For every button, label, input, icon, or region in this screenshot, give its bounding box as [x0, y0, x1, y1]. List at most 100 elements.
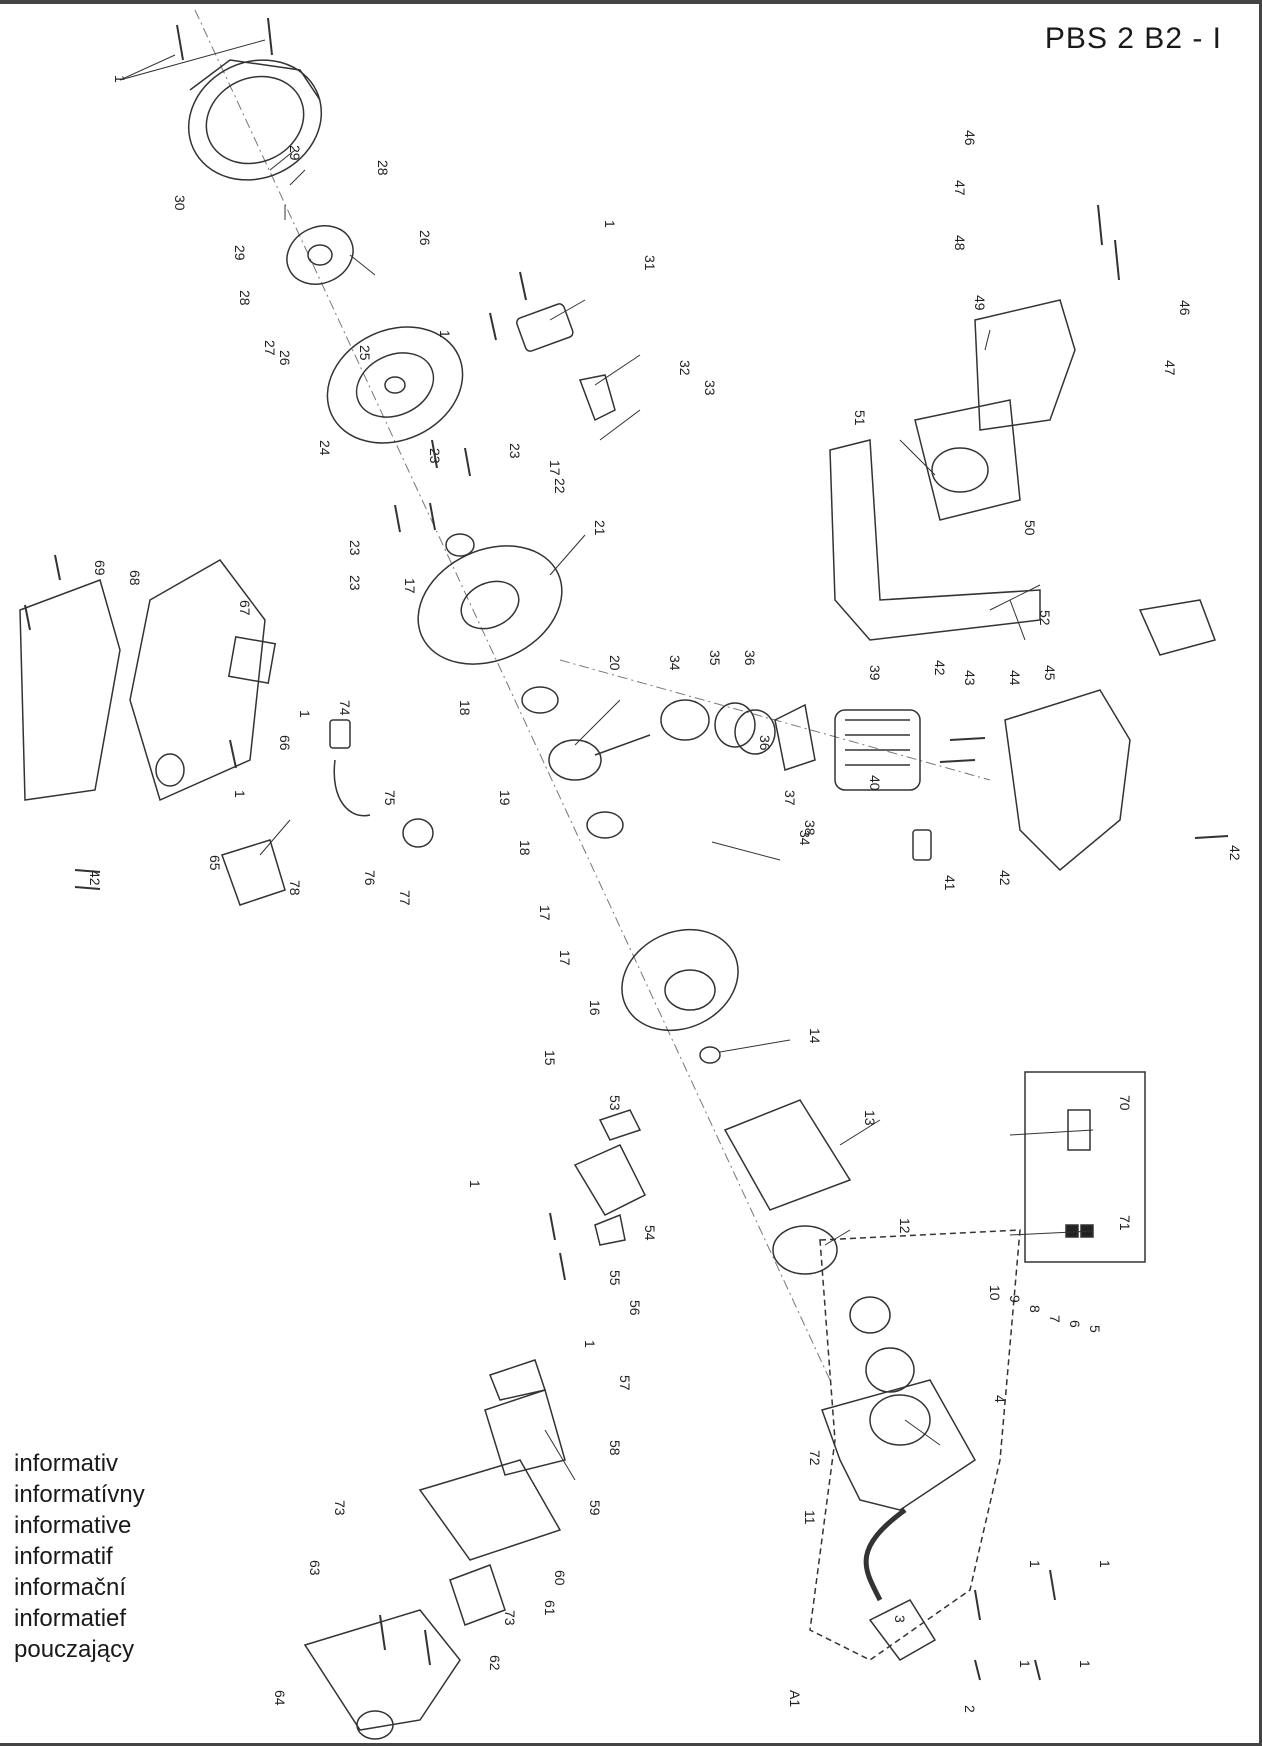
- callout-label-23: 23: [347, 540, 363, 556]
- callout-label-1: 1: [1097, 1560, 1113, 1568]
- callout-label-a1: A1: [787, 1690, 803, 1707]
- callout-label-10: 10: [987, 1285, 1003, 1301]
- callout-label-69: 69: [92, 560, 108, 576]
- gasket-39: [774, 703, 816, 771]
- callout-label-70: 70: [1117, 1095, 1133, 1111]
- screw-69b: [24, 604, 31, 631]
- screw-1i: [974, 1659, 981, 1681]
- callout-label-41: 41: [942, 875, 958, 891]
- main-axis-line: [194, 9, 831, 1381]
- screw-69a: [54, 554, 61, 581]
- callout-label-11: 11: [802, 1510, 818, 1525]
- cylinder-part: [834, 709, 921, 791]
- callout-label-46: 46: [1177, 300, 1193, 316]
- callout-label-2: 2: [962, 1705, 978, 1713]
- callout-label-27: 27: [262, 340, 278, 356]
- callout-label-54: 54: [642, 1225, 658, 1241]
- callout-label-56: 56: [627, 1300, 643, 1316]
- callout-label-26: 26: [277, 350, 293, 366]
- callout-label-73: 73: [502, 1610, 518, 1626]
- bearing-22: [445, 533, 475, 557]
- callout-label-47: 47: [1162, 360, 1178, 376]
- callout-label-40: 40: [867, 775, 883, 791]
- callout-label-1: 1: [467, 1180, 483, 1188]
- screw-1f: [559, 1252, 566, 1281]
- callout-label-72: 72: [807, 1450, 823, 1466]
- ignition-coil-part: [516, 303, 616, 422]
- fan-cover-part: [187, 59, 323, 181]
- callout-label-1: 1: [582, 1340, 598, 1348]
- callout-label-63: 63: [307, 1560, 323, 1576]
- callout-label-77: 77: [397, 890, 413, 906]
- callout-label-76: 76: [362, 870, 378, 886]
- starter-handle-2: [868, 1599, 937, 1661]
- callout-label-6: 6: [1067, 1320, 1083, 1328]
- callout-label-39: 39: [867, 665, 883, 681]
- callout-label-25: 25: [357, 345, 373, 361]
- callout-label-33: 33: [702, 380, 718, 396]
- gasket-13: [723, 1099, 852, 1211]
- callout-label-55: 55: [607, 1270, 623, 1286]
- callout-label-34: 34: [667, 655, 683, 671]
- callout-label-36: 36: [757, 735, 773, 751]
- callout-label-42: 42: [932, 660, 948, 676]
- starter-spring-6: [865, 1347, 915, 1393]
- callout-label-19: 19: [497, 790, 513, 806]
- callout-label-62: 62: [487, 1655, 503, 1671]
- screw-23d: [429, 502, 436, 531]
- callout-label-18: 18: [517, 840, 533, 856]
- knob-64: [356, 1710, 394, 1740]
- callout-label-64: 64: [272, 1690, 288, 1706]
- fuel-cap: [155, 753, 185, 787]
- callout-label-74: 74: [337, 700, 353, 716]
- frame-bottom-border: [0, 1743, 1262, 1746]
- callout-label-47: 47: [952, 180, 968, 196]
- callout-label-28: 28: [237, 290, 253, 306]
- screw-42e: [74, 886, 101, 890]
- callout-label-60: 60: [552, 1570, 568, 1586]
- callout-label-1: 1: [602, 220, 618, 228]
- callout-label-7: 7: [1047, 1315, 1063, 1323]
- heat-shield-52: [829, 439, 1041, 641]
- callout-label-23: 23: [347, 575, 363, 591]
- callout-label-23: 23: [507, 443, 523, 459]
- callout-label-29: 29: [232, 245, 248, 261]
- informative-notes-list: informativ informatívny informative info…: [14, 1448, 145, 1665]
- callout-label-75: 75: [382, 790, 398, 806]
- callout-label-20: 20: [607, 655, 623, 671]
- starter-pulley-7: [849, 1296, 891, 1334]
- callout-label-68: 68: [127, 570, 143, 586]
- screw-42a: [949, 737, 986, 741]
- callout-label-9: 9: [1007, 1295, 1023, 1303]
- screw-1c: [519, 271, 527, 301]
- switch-74: [329, 719, 351, 749]
- callout-label-15: 15: [542, 1050, 558, 1066]
- part-55: [594, 1213, 626, 1246]
- callout-label-53: 53: [607, 1095, 623, 1111]
- screw-23c: [394, 504, 401, 533]
- callout-label-1: 1: [1027, 1560, 1043, 1568]
- screw-62a: [379, 1614, 386, 1651]
- callout-label-4: 4: [992, 1395, 1008, 1403]
- muffler-cover-48: [974, 299, 1076, 431]
- callout-label-14: 14: [807, 1028, 823, 1044]
- starter-assembly-outline: [809, 1229, 1021, 1661]
- screw-23a: [431, 439, 438, 469]
- callout-label-43: 43: [962, 670, 978, 686]
- callout-label-16: 16: [587, 1000, 603, 1016]
- muffler-port: [931, 447, 989, 493]
- callout-label-57: 57: [617, 1375, 633, 1391]
- crankcase-right-part: [621, 928, 739, 1032]
- callout-label-21: 21: [592, 520, 608, 536]
- callout-label-1: 1: [112, 75, 128, 83]
- callout-label-66: 66: [277, 735, 293, 751]
- callout-label-3: 3: [892, 1615, 908, 1623]
- callout-label-17: 17: [402, 578, 418, 594]
- part-53: [598, 1109, 642, 1141]
- callout-label-44: 44: [1007, 670, 1023, 686]
- callout-label-1: 1: [1077, 1660, 1093, 1668]
- callout-label-38: 38: [802, 820, 818, 836]
- part-71a: [1065, 1224, 1079, 1238]
- callout-label-1: 1: [297, 710, 313, 718]
